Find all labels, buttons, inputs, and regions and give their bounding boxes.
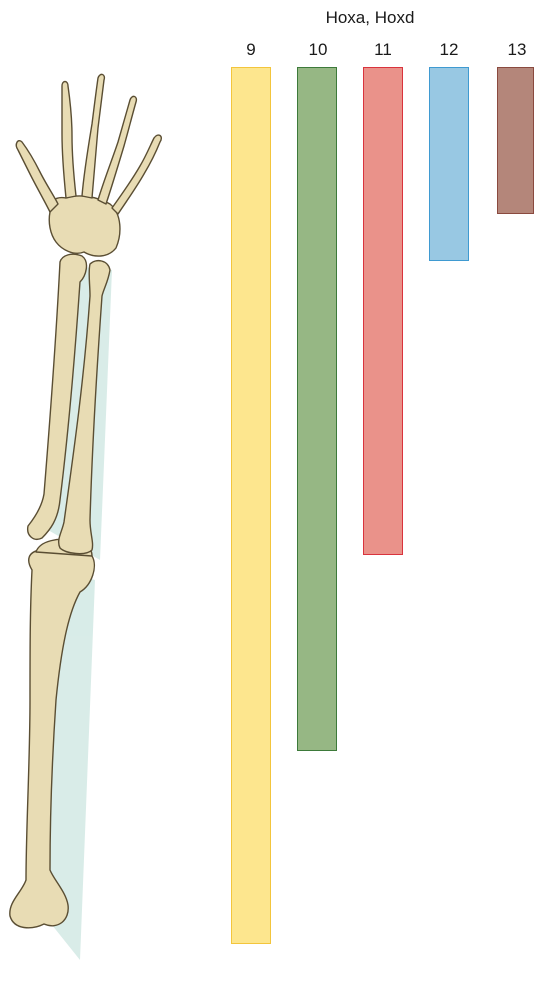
expression-bar-10 [297, 67, 337, 751]
expression-bar-9 [231, 67, 271, 944]
finger-2 [62, 82, 76, 199]
limb-skeleton-illustration [0, 0, 230, 985]
finger-1 [16, 141, 58, 212]
gene-label-9: 9 [226, 40, 276, 60]
gene-label-12: 12 [424, 40, 474, 60]
diagram-title: Hoxa, Hoxd [300, 8, 440, 28]
gene-label-11: 11 [358, 40, 408, 60]
gene-label-13: 13 [492, 40, 534, 60]
gene-label-10: 10 [293, 40, 343, 60]
carpal-bones [49, 196, 120, 256]
expression-bar-12 [429, 67, 469, 261]
expression-bar-13 [497, 67, 534, 214]
finger-3 [82, 74, 104, 198]
expression-bar-11 [363, 67, 403, 555]
